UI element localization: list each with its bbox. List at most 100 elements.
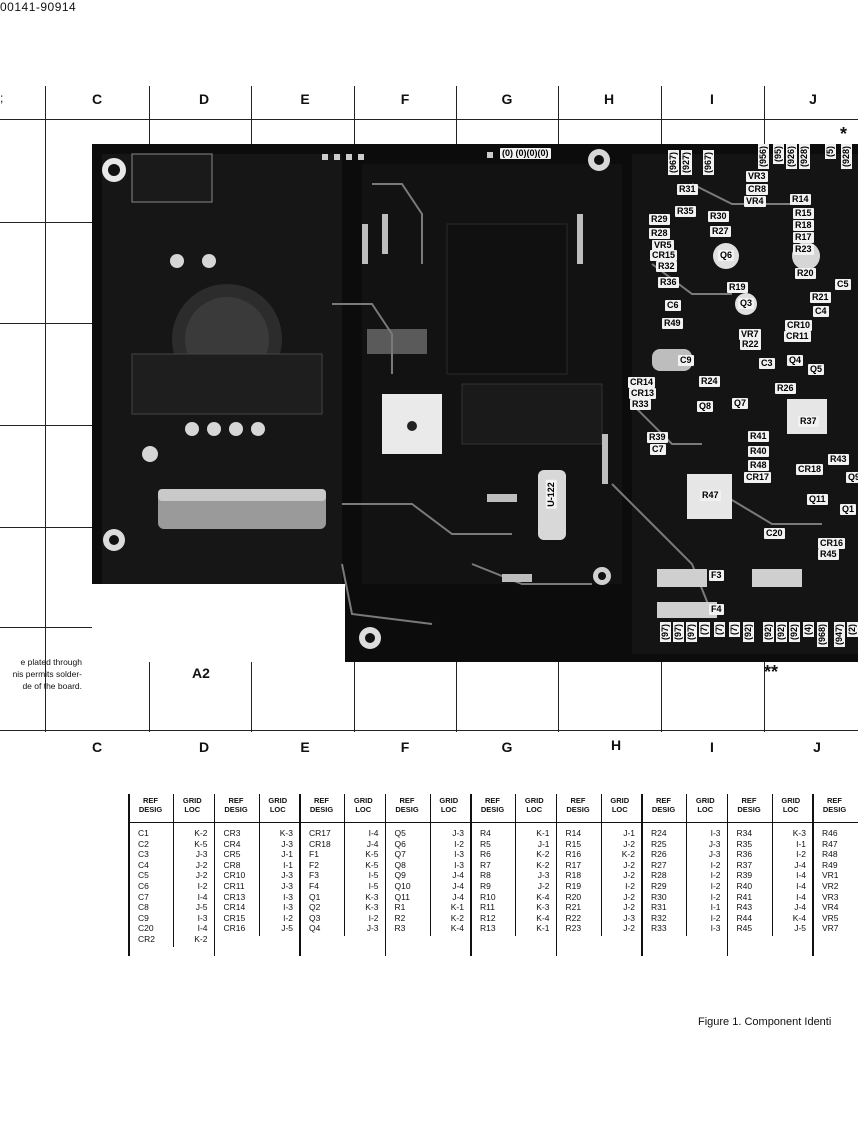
grid-loc-cell: I-4 bbox=[796, 881, 806, 891]
ref-desig-cell: Q2 bbox=[309, 902, 321, 913]
wire-label: (968) bbox=[817, 622, 828, 648]
grid-loc-cell: J-5 bbox=[794, 923, 806, 934]
component-label: R23 bbox=[793, 244, 814, 255]
grid-loc-cell: J-4 bbox=[794, 902, 806, 913]
component-label: R49 bbox=[662, 318, 683, 329]
component-label: R41 bbox=[748, 431, 769, 442]
wire-label: (967) bbox=[668, 150, 679, 176]
column-divider bbox=[258, 822, 260, 936]
ref-desig-cell: VR2 bbox=[822, 881, 839, 891]
ref-desig-cell: R48 bbox=[822, 849, 838, 860]
ref-desig-cell: R4 bbox=[480, 828, 491, 838]
ref-desig-cell: R30 bbox=[651, 891, 667, 902]
component-label: C7 bbox=[650, 444, 666, 455]
note-line: e plated through bbox=[20, 657, 82, 667]
ref-desig-cell: Q10 bbox=[394, 881, 411, 891]
component-label: R39 bbox=[647, 432, 668, 443]
ref-desig-cell: R2 bbox=[394, 912, 406, 923]
grid-loc-cell: I-2 bbox=[197, 881, 208, 891]
component-label: VR4 bbox=[744, 196, 766, 207]
grid-loc-cell: J-4 bbox=[366, 838, 379, 849]
header-divider bbox=[429, 794, 431, 822]
grid-loc-cell: K-2 bbox=[450, 912, 464, 923]
ref-desig-cell: R23 bbox=[565, 923, 582, 934]
header-rule bbox=[128, 822, 214, 823]
component-label: R18 bbox=[793, 220, 814, 231]
ref-desig-cell: Q5 bbox=[394, 828, 406, 838]
grid-loc-cell: J-5 bbox=[281, 923, 293, 934]
pcb-photo: R31 R35 R29 R28 VR5 CR15 R32 R36 R30 R27… bbox=[92, 144, 858, 662]
ref-desig-cell: Q11 bbox=[394, 891, 410, 902]
ref-desig-cell: C5 bbox=[138, 870, 149, 881]
component-label: R32 bbox=[656, 261, 677, 272]
grid-loc-cell: K-3 bbox=[365, 891, 379, 902]
component-label: R28 bbox=[649, 228, 670, 239]
ref-desig-cell: CR2 bbox=[138, 934, 156, 944]
component-label: Q6 bbox=[718, 250, 735, 261]
component-label: C9 bbox=[678, 355, 694, 366]
column-divider bbox=[600, 822, 602, 936]
ref-desig-cell: R11 bbox=[480, 902, 495, 913]
grid-loc-cell: J-4 bbox=[452, 891, 464, 902]
wire-label: (947) bbox=[834, 622, 845, 648]
grid-loc-cell: I-4 bbox=[368, 828, 379, 838]
ref-desig-cell: Q3 bbox=[309, 912, 321, 923]
header-rule bbox=[470, 822, 556, 823]
component-label: CR17 bbox=[744, 472, 772, 483]
figure-caption: Figure 1. Component Identi bbox=[698, 1016, 832, 1028]
grid-loc-cell: J-5 bbox=[195, 902, 208, 913]
grid-loc-cell: I-5 bbox=[368, 870, 379, 881]
component-label: VR3 bbox=[746, 171, 768, 182]
ref-desig-cell: CR15 bbox=[223, 912, 246, 923]
ref-desig-cell: R25 bbox=[651, 838, 667, 849]
grid-loc-cell: K-2 bbox=[536, 849, 550, 860]
grid-loc-cell: J-3 bbox=[281, 870, 293, 881]
grid-loc-cell: I-1 bbox=[796, 838, 806, 849]
table-divider bbox=[641, 794, 643, 956]
component-label: R20 bbox=[795, 268, 816, 279]
column-divider bbox=[686, 822, 687, 936]
ref-desig-cell: CR10 bbox=[223, 870, 246, 881]
row-mark: ; bbox=[0, 91, 4, 105]
grid-loc-cell: K-3 bbox=[279, 828, 293, 838]
grid-loc-cell: I-2 bbox=[710, 859, 721, 870]
header-rule bbox=[213, 822, 299, 823]
ref-desig-cell: Q9 bbox=[394, 870, 406, 881]
ref-desig-cell: C8 bbox=[138, 902, 149, 913]
col-header: F bbox=[400, 739, 410, 755]
ref-desig-cell: VR5 bbox=[822, 912, 839, 923]
ref-desig-cell: CR18 bbox=[309, 838, 331, 849]
grid-loc-cell: J-3 bbox=[537, 870, 550, 881]
component-label: R31 bbox=[677, 184, 698, 195]
component-label: CR13 bbox=[629, 388, 657, 399]
ref-desig-cell: R35 bbox=[736, 838, 753, 849]
ref-desig-cell: F3 bbox=[309, 870, 319, 881]
col-header: E bbox=[300, 739, 310, 755]
component-label: Q7 bbox=[732, 398, 749, 409]
ref-desig-cell: R49 bbox=[822, 859, 838, 870]
side-note: e plated through nis permits solder- de … bbox=[0, 656, 82, 692]
table-divider bbox=[470, 794, 472, 956]
ref-desig-cell: Q7 bbox=[394, 849, 406, 860]
grid-loc-cell: K-4 bbox=[536, 912, 550, 923]
grid-loc-cell: J-3 bbox=[708, 849, 721, 860]
ref-desig-cell: R31 bbox=[651, 902, 667, 913]
wire-label: (928) bbox=[799, 144, 810, 170]
col-header: J bbox=[809, 91, 817, 107]
grid-loc-cell: K-5 bbox=[194, 838, 208, 849]
grid-loc-cell: K-4 bbox=[792, 912, 806, 923]
ref-desig-cell: C3 bbox=[138, 849, 149, 860]
grid-loc-cell: J-4 bbox=[794, 859, 806, 870]
component-label: Q1 bbox=[840, 504, 857, 515]
wire-label: (97) bbox=[686, 622, 697, 643]
grid-loc-cell: I-2 bbox=[710, 891, 721, 902]
component-label: R19 bbox=[727, 282, 748, 293]
ref-desig-cell: R1 bbox=[394, 902, 406, 913]
